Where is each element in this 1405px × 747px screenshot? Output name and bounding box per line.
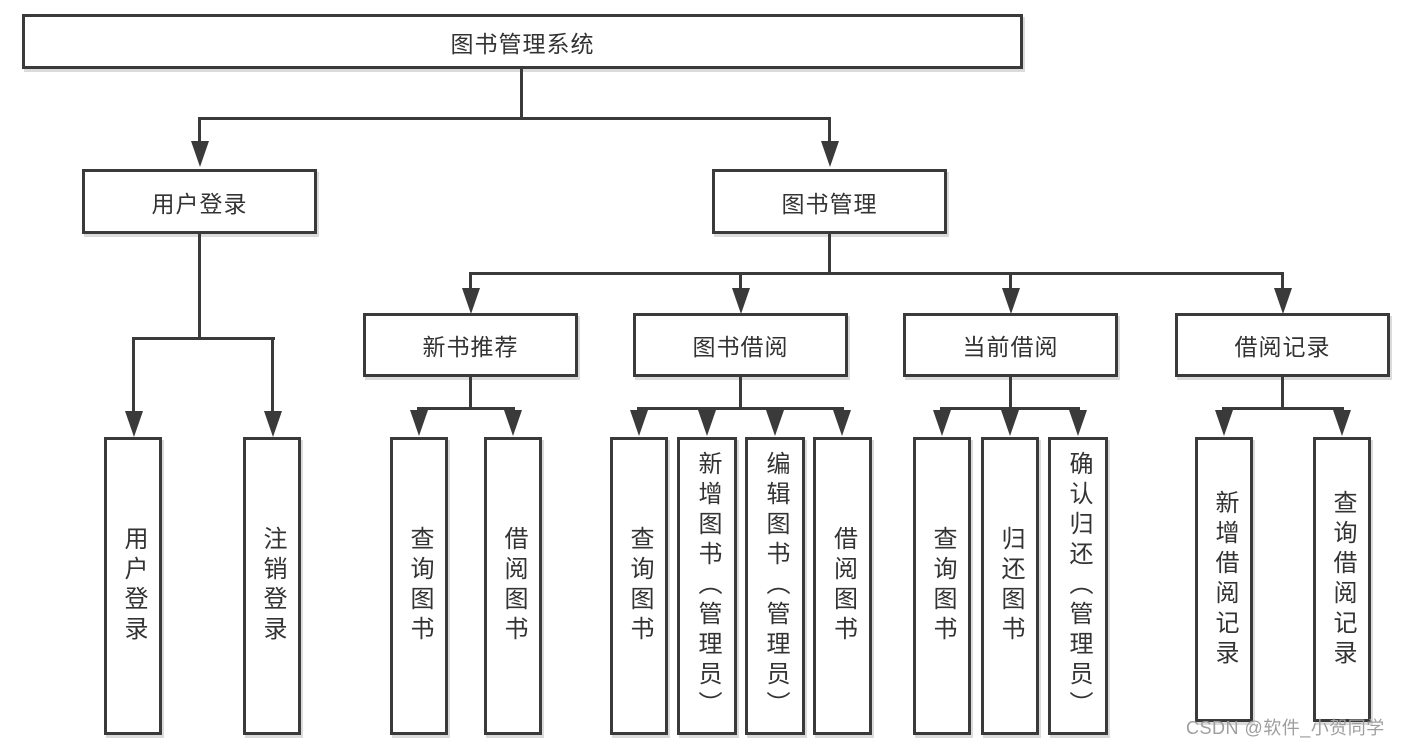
node-book-management: 图书管理 [712,169,947,234]
leaf-user-login: 用户登录 [104,437,162,735]
connector-line [940,407,1080,410]
connector-line [198,117,831,120]
node-label: 查询借阅记录 [1329,489,1356,670]
node-new-book-recommendation: 新书推荐 [363,313,578,377]
arrow-down-icon [191,141,209,167]
connector-line [1009,376,1012,409]
leaf-query-books-3: 查询图书 [913,437,971,735]
leaf-return-books: 归还图书 [981,437,1039,735]
arrow-down-icon [264,411,282,437]
connector-line [271,339,274,412]
node-label: 新书推荐 [422,334,519,360]
arrow-down-icon [630,410,648,436]
node-label: 当前借阅 [962,334,1059,360]
arrow-down-icon [766,410,784,436]
arrow-down-icon [1215,410,1233,436]
leaf-query-borrow-record: 查询借阅记录 [1313,437,1371,722]
connector-line [132,337,275,340]
node-label: 确认归还（管理员） [1065,451,1092,721]
arrow-down-icon [1002,288,1020,314]
node-label: 新增借阅记录 [1211,489,1238,670]
leaf-borrow-books-1: 借阅图书 [484,437,542,735]
leaf-edit-book-admin: 编辑图书（管理员） [745,437,805,735]
leaf-query-books-1: 查询图书 [390,437,448,735]
node-borrowing-records: 借阅记录 [1175,313,1390,377]
arrow-down-icon [410,410,428,436]
connector-line [198,233,201,339]
leaf-confirm-return-admin: 确认归还（管理员） [1048,437,1108,735]
arrow-down-icon [462,288,480,314]
node-label: 借阅记录 [1234,334,1331,360]
connector-line [520,68,523,118]
connector-line [1009,274,1012,290]
leaf-add-borrow-record: 新增借阅记录 [1195,437,1253,722]
arrow-down-icon [821,141,839,167]
connector-line [469,376,472,409]
node-label: 图书借阅 [692,334,789,360]
connector-line [828,119,831,144]
watermark: CSDN @软件_小贺同学 [1186,718,1385,738]
node-label: 查询图书 [406,526,433,646]
connector-line [1222,407,1344,410]
connector-line [1281,376,1284,409]
arrow-down-icon [698,410,716,436]
connector-line [198,119,201,144]
connector-line [469,274,472,290]
node-book-borrowing: 图书借阅 [633,313,848,377]
node-label: 用户登录 [151,190,248,217]
arrow-down-icon [1069,410,1087,436]
node-label: 新增图书（管理员） [694,451,721,721]
arrow-down-icon [1001,410,1019,436]
node-current-borrowing: 当前借阅 [903,313,1118,377]
connector-line [132,339,135,412]
node-label: 查询图书 [626,526,653,646]
connector-line [828,234,831,274]
node-library-system: 图书管理系统 [22,14,1023,69]
node-label: 借阅图书 [500,526,527,646]
arrow-down-icon [933,410,951,436]
arrow-down-icon [732,288,750,314]
arrow-down-icon [125,411,143,437]
node-label: 归还图书 [997,526,1024,646]
node-label: 查询图书 [929,526,956,646]
connector-line [1281,274,1284,290]
connector-line [417,407,515,410]
arrow-down-icon [504,410,522,436]
connector-line [469,272,1284,275]
leaf-query-books-2: 查询图书 [610,437,668,735]
connector-line [739,376,742,409]
leaf-borrow-books-2: 借阅图书 [813,437,872,735]
node-label: 借阅图书 [829,526,857,646]
node-label: 编辑图书（管理员） [762,451,789,721]
arrow-down-icon [1333,410,1351,436]
node-label: 图书管理 [781,190,878,217]
leaf-logout-login: 注销登录 [243,437,301,735]
arrow-down-icon [1274,288,1292,314]
connector-line [739,274,742,290]
node-label: 注销登录 [259,526,286,646]
node-label: 图书管理系统 [450,30,595,57]
arrow-down-icon [833,410,851,436]
leaf-add-book-admin: 新增图书（管理员） [677,437,737,735]
node-label: 用户登录 [120,526,147,646]
node-user-login: 用户登录 [82,169,317,234]
connector-line [637,407,844,410]
